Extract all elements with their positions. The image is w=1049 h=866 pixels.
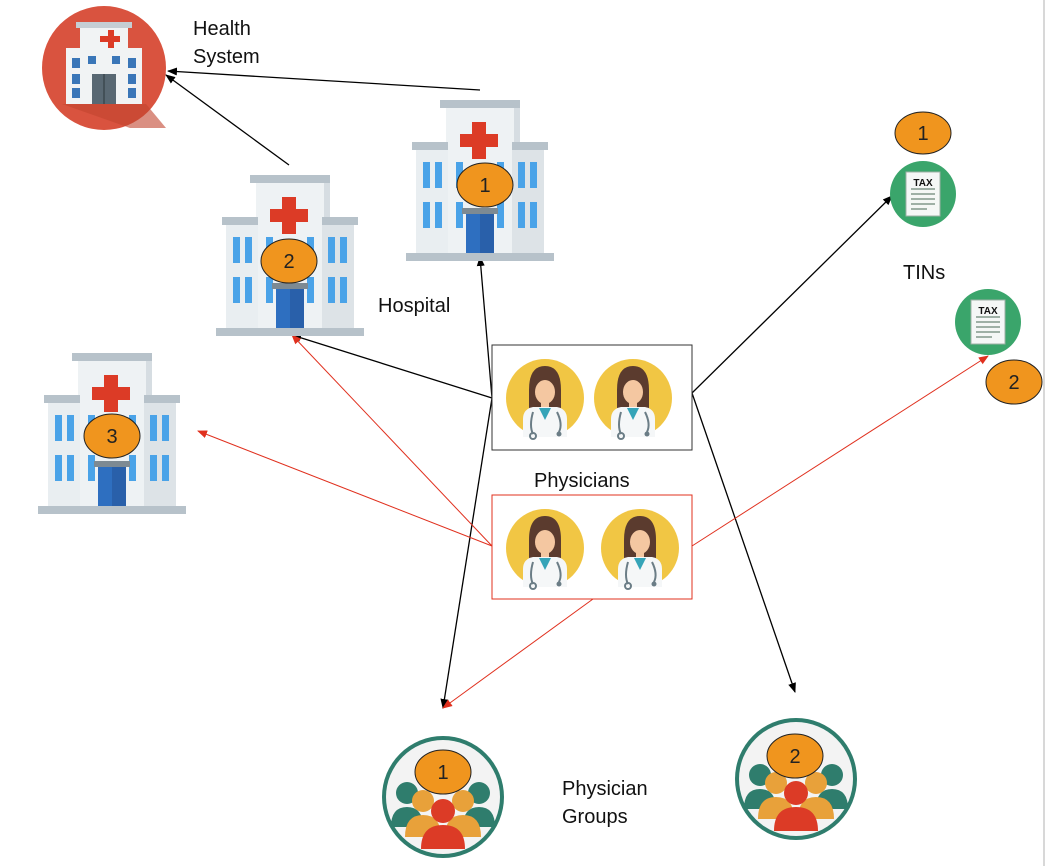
physicians-label: Physicians [534,470,630,492]
connection-physicians-b-to-group1 [442,598,594,709]
tin-number-badge-1 [894,111,952,155]
connection-physicians-a-to-hospital2 [291,333,493,399]
hospital-node-2: 2 Hospital [216,175,450,336]
connection-physicians-b-to-hospital3 [197,430,493,547]
physician-group-node-2: 2 [735,718,857,840]
connection-physicians-a-to-group1 [440,397,493,709]
physician-groups-label-line2: Groups [562,806,628,828]
hospital-number-badge-3 [83,413,141,459]
hospital-number-2: 2 [283,251,294,273]
tin-icon-text-1: TAX [913,178,933,189]
tin-node-2: TAX 2 [954,288,1043,405]
red-connections [197,334,989,709]
group-number-2: 2 [789,746,800,768]
tax-document-icon [889,160,957,228]
health-system-label-line1: Health [193,18,251,40]
tin-number-1: 1 [917,123,928,145]
tin-icon-text-2: TAX [978,306,998,317]
hospital-number-3: 3 [106,426,117,448]
physicians-box-black [491,344,693,451]
hospital-number-badge-1 [456,162,514,208]
connection-physicians-a-to-tin1 [691,195,893,394]
tin-number-badge-2 [985,359,1043,405]
connection-hospital2-to-health-system [165,74,290,166]
hospital-number-badge-2 [260,238,318,284]
connection-hospital1-to-health-system [167,67,481,91]
tin-node-1: 1 TAX [889,111,957,228]
tins-label: TINs [903,262,945,284]
connection-physicians-b-to-tin2 [691,355,989,547]
hospital-label: Hospital [378,295,450,317]
page-edge [1043,0,1045,866]
group-number-badge-2 [766,733,824,779]
group-number-1: 1 [437,762,448,784]
connection-physicians-a-to-hospital1 [476,256,493,399]
tin-number-2: 2 [1008,372,1019,394]
hospital-building-round-icon [42,6,166,130]
group-number-badge-1 [414,749,472,795]
health-system-label-line2: System [193,46,260,68]
health-system-node: Health System [42,6,260,130]
connection-physicians-a-to-group2 [691,392,796,693]
hospital-number-1: 1 [479,175,490,197]
physician-group-node-1: 1 [382,736,504,858]
black-connections [165,67,893,709]
hospital-node-3: 3 [38,353,186,514]
connection-physicians-b-to-hospital2 [291,334,493,547]
physicians-box-red [491,494,693,600]
tax-document-icon [954,288,1022,356]
physician-groups-label-line1: Physician [562,778,648,800]
hospital-node-1: 1 [406,100,554,261]
